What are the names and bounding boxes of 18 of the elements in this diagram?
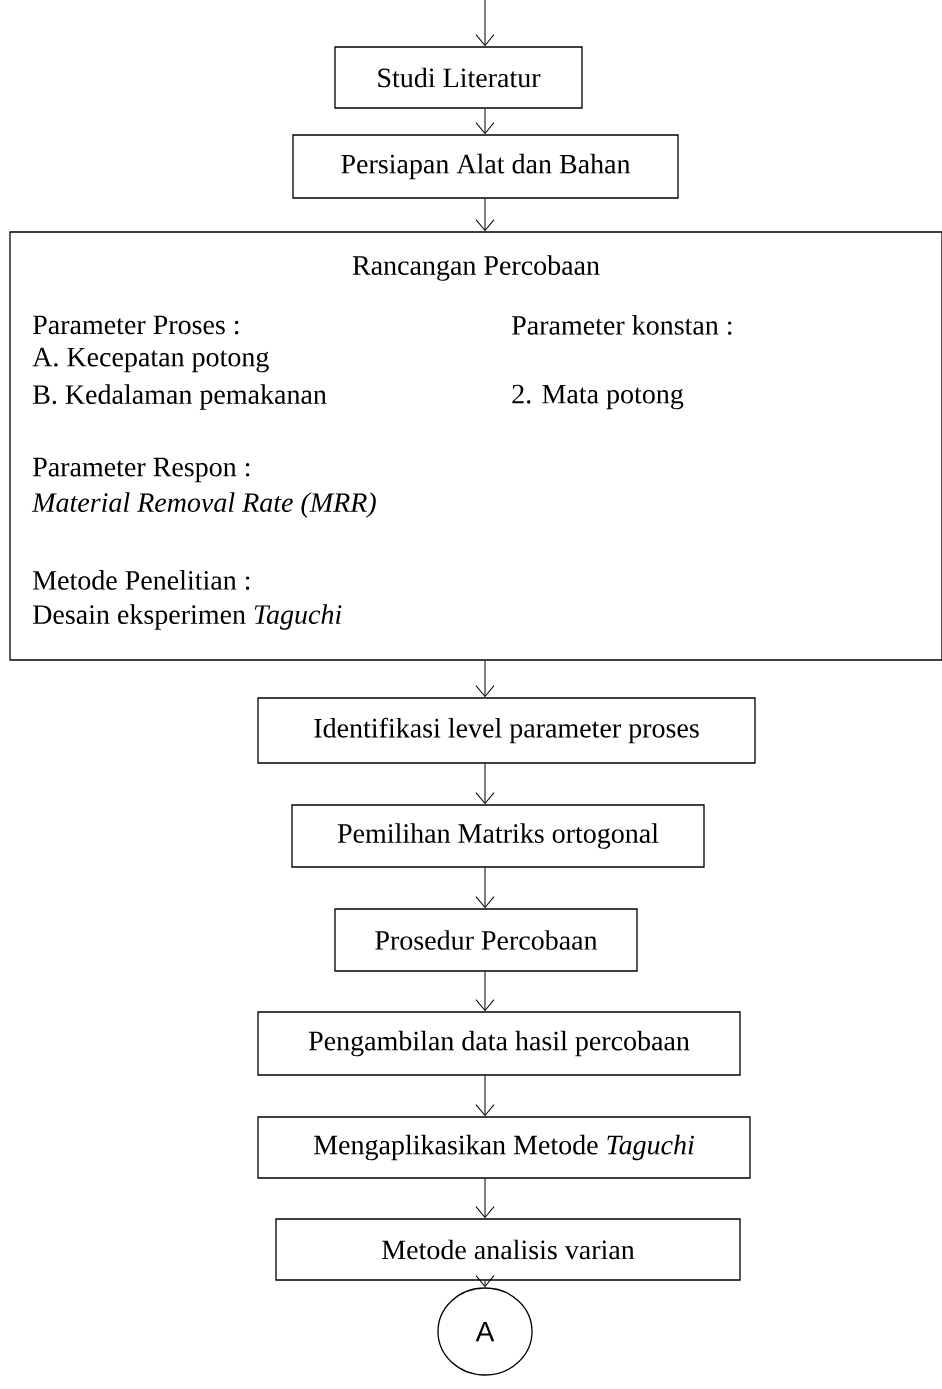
process-box: Pengambilan data hasil percobaan bbox=[257, 1011, 741, 1076]
arrow bbox=[475, 108, 495, 135]
arrow bbox=[475, 0, 495, 47]
process-box: Metode analisis varian bbox=[275, 1218, 741, 1281]
arrow bbox=[475, 1075, 495, 1117]
process-box: Identifikasi level parameter proses bbox=[257, 697, 756, 764]
arrow bbox=[475, 763, 495, 805]
process-box: Prosedur Percobaan bbox=[334, 908, 638, 972]
text-panel: Rancangan Percobaan Parameter Proses : A. Kecepatan potong B. Kedalaman pemakanan Parameter konstan : 2. Mata potong Parameter Respon : Material Removal Rate (MRR) Metode Penelitian : Desain eksperimen Taguchi bbox=[9, 231, 942, 661]
arrow bbox=[475, 971, 495, 1012]
arrow bbox=[475, 867, 495, 909]
process-box: Mengaplikasikan Metode Taguchi bbox=[257, 1116, 751, 1179]
arrow bbox=[475, 198, 495, 232]
arrow bbox=[475, 1178, 495, 1219]
process-box: Persiapan Alat dan Bahan bbox=[292, 134, 679, 199]
process-box: Pemilihan Matriks ortogonal bbox=[291, 804, 705, 868]
arrow bbox=[475, 660, 495, 698]
process-box: Studi Literatur bbox=[334, 46, 583, 109]
